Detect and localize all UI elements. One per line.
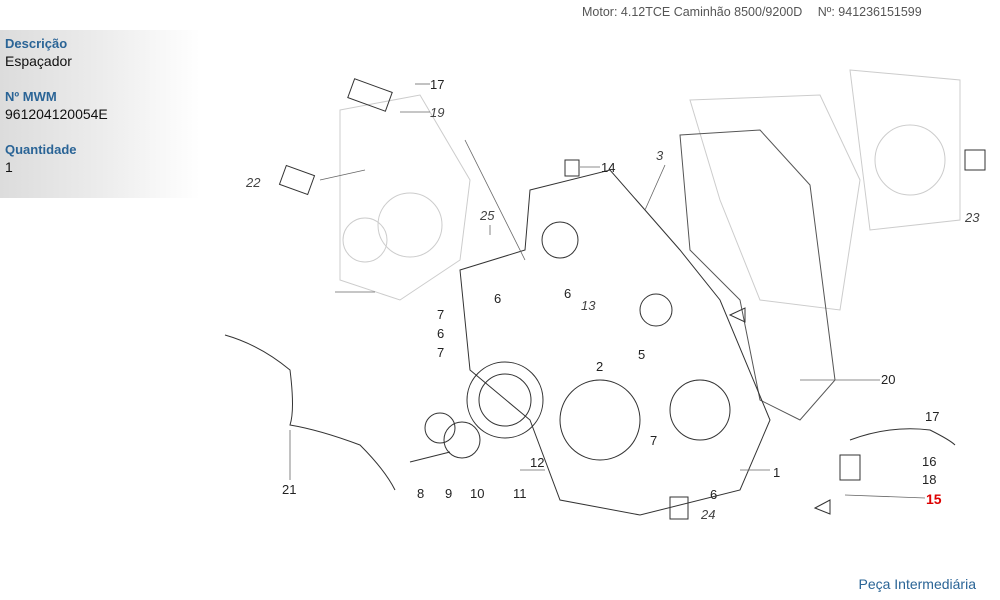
callout-9[interactable]: 9 [445,486,453,501]
callout-6c[interactable]: 6 [437,326,445,341]
callout-7c[interactable]: 7 [650,433,658,448]
callout-5[interactable]: 5 [638,347,646,362]
exploded-parts-diagram [224,69,986,520]
description-label: Descrição [5,36,68,51]
callout-3[interactable]: 3 [656,148,664,163]
callout-2[interactable]: 2 [596,359,604,374]
callout-11[interactable]: 11 [513,486,527,501]
callout-17[interactable]: 17 [430,77,445,92]
front-cover [459,169,771,516]
gear-and-seals [409,361,544,463]
callout-7b[interactable]: 7 [437,345,445,360]
direction-arrows [728,307,831,515]
callout-7a[interactable]: 7 [437,307,445,322]
next-part-link[interactable]: Peça Intermediária [858,576,976,592]
callout-6d[interactable]: 6 [710,487,718,502]
callout-16[interactable]: 16 [922,454,937,469]
callout-25[interactable]: 25 [480,208,495,223]
sensor-parts [224,78,986,520]
motor-number: Nº: 941236151599 [817,5,922,19]
callout-20[interactable]: 20 [881,372,896,387]
callout-10[interactable]: 10 [470,486,485,501]
callout-6a[interactable]: 6 [494,291,502,306]
callout-23[interactable]: 23 [965,210,980,225]
callout-22[interactable]: 22 [246,175,261,190]
callout-24[interactable]: 24 [701,507,716,522]
callout-19[interactable]: 19 [430,105,445,120]
callout-8[interactable]: 8 [417,486,425,501]
callout-1[interactable]: 1 [773,465,781,480]
gasket-outline [679,129,836,421]
leader-lines [289,83,926,499]
background-housing-faded [339,69,961,311]
callout-12[interactable]: 12 [530,455,545,470]
callout-14[interactable]: 14 [601,160,616,175]
callout-17b[interactable]: 17 [925,409,940,424]
motor-model: Motor: 4.12TCE Caminhão 8500/9200D [582,5,803,19]
mwm-number-label: Nº MWM [5,89,57,104]
part-details-panel: Descrição Espaçador Nº MWM 961204120054E… [0,30,200,198]
engine-header: Motor: 4.12TCE Caminhão 8500/9200D Nº: 9… [582,5,934,19]
description-value: Espaçador [5,53,72,69]
quantity-label: Quantidade [5,142,77,157]
mwm-number-value: 961204120054E [5,106,108,122]
callout-15-selected[interactable]: 15 [926,491,942,507]
callout-18[interactable]: 18 [922,472,937,487]
callout-13[interactable]: 13 [581,298,596,313]
quantity-value: 1 [5,159,13,175]
callout-21[interactable]: 21 [282,482,297,497]
callout-6b[interactable]: 6 [564,286,572,301]
